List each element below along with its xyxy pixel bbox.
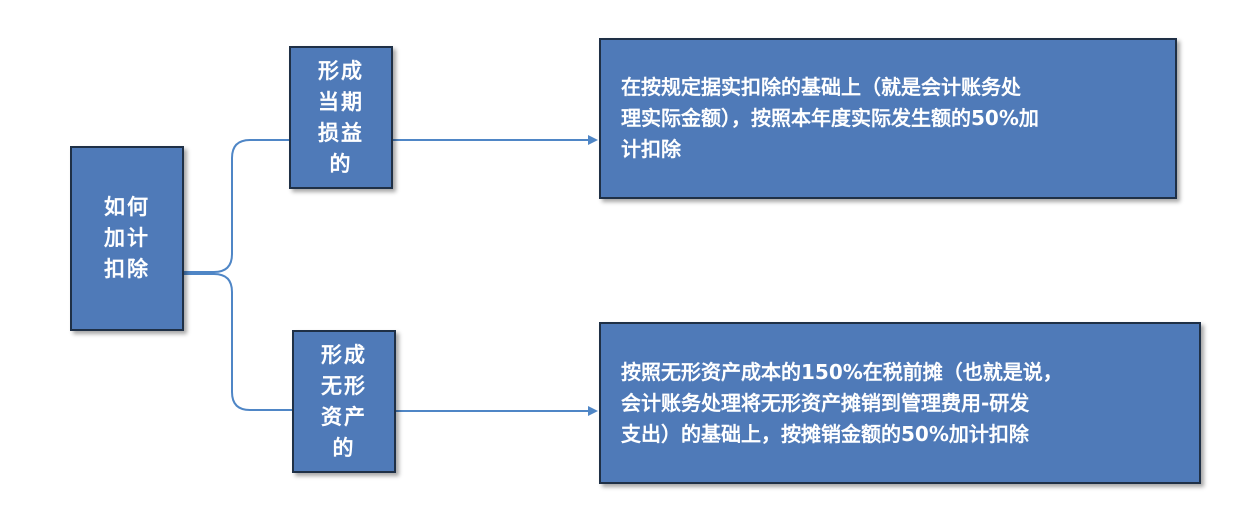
description-2-line-1: 按照无形资产成本的150%在税前摊（也就是说， bbox=[621, 359, 1063, 384]
root-node: 如何 加计 扣除 bbox=[70, 146, 184, 331]
branch-connector-top bbox=[184, 139, 290, 273]
description-text: 按照无形资产成本的150%在税前摊（也就是说， 会计账务处理将无形资产摊销到管理… bbox=[621, 357, 1063, 450]
root-line-1: 如何 bbox=[104, 195, 150, 219]
branch-1-line-2: 当期 bbox=[318, 89, 364, 114]
branch-2-line-3: 资产 bbox=[321, 404, 367, 429]
description-1-line-3: 计扣除 bbox=[621, 137, 681, 161]
branch-1-line-4: 的 bbox=[329, 151, 353, 176]
description-2-line-3: 支出）的基础上，按摊销金额的50%加计扣除 bbox=[621, 421, 1029, 446]
branch-2-line-4: 的 bbox=[332, 435, 356, 460]
branch-2-line-2: 无形 bbox=[321, 373, 367, 398]
branch-node-intangible-asset: 形成 无形 资产 的 bbox=[292, 330, 396, 473]
branch-2-line-1: 形成 bbox=[321, 342, 367, 367]
branch-node-label: 形成 无形 资产 的 bbox=[321, 340, 367, 464]
description-text: 在按规定据实扣除的基础上（就是会计账务处 理实际金额），按照本年度实际发生额的5… bbox=[621, 72, 1039, 165]
root-line-2: 加计 bbox=[104, 226, 150, 250]
description-box-intangible-asset: 按照无形资产成本的150%在税前摊（也就是说， 会计账务处理将无形资产摊销到管理… bbox=[599, 322, 1201, 484]
root-line-3: 扣除 bbox=[104, 257, 150, 281]
branch-node-current-period: 形成 当期 损益 的 bbox=[289, 46, 393, 189]
branch-1-line-1: 形成 bbox=[318, 58, 364, 83]
description-2-line-2: 会计账务处理将无形资产摊销到管理费用-研发 bbox=[621, 390, 1030, 415]
branch-node-label: 形成 当期 损益 的 bbox=[318, 56, 364, 180]
branch-1-line-3: 损益 bbox=[318, 120, 364, 145]
root-node-label: 如何 加计 扣除 bbox=[104, 192, 150, 285]
description-1-line-2: 理实际金额），按照本年度实际发生额的50%加 bbox=[621, 106, 1039, 130]
branch-connector-bottom bbox=[184, 273, 293, 411]
description-1-line-1: 在按规定据实扣除的基础上（就是会计账务处 bbox=[621, 75, 1021, 99]
description-box-current-period: 在按规定据实扣除的基础上（就是会计账务处 理实际金额），按照本年度实际发生额的5… bbox=[599, 38, 1177, 199]
